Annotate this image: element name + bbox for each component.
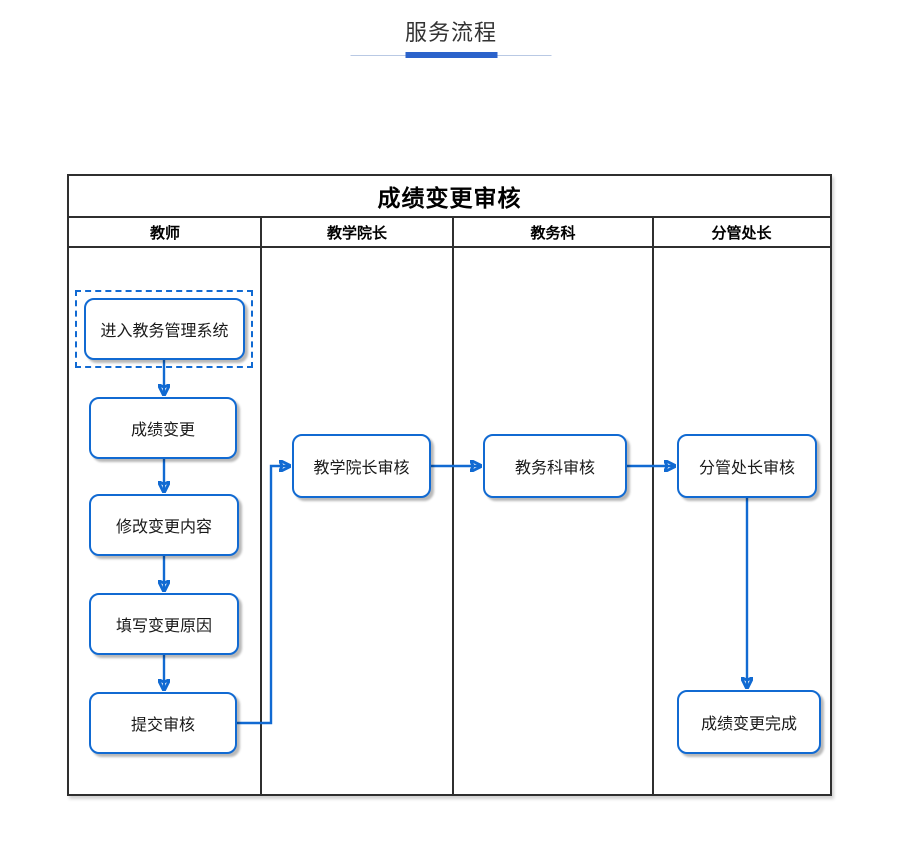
- connector-layer: [69, 360, 830, 725]
- flow-node-enter-system: 进入教务管理系统: [84, 298, 245, 360]
- title-underline: [350, 52, 552, 58]
- lane-divider: [452, 218, 454, 794]
- flow-node-complete: 成绩变更完成: [677, 690, 821, 754]
- page-title: 服务流程: [404, 20, 497, 45]
- lane-header-row: 教师 教学院长 教务科 分管处长: [69, 218, 830, 248]
- flow-node-fill-reason: 填写变更原因: [89, 593, 239, 655]
- title-underline-accent-bar: [405, 52, 497, 58]
- flow-node-submit-review: 提交审核: [89, 692, 237, 754]
- flowchart-title: 成绩变更审核: [69, 176, 830, 218]
- lane-header-dean: 教学院长: [326, 224, 387, 242]
- lane-divider: [260, 218, 262, 794]
- flowchart: 成绩变更审核 教师 教学院长 教务科 分管处长 进入教务管理系统 成绩变更 修改…: [67, 174, 832, 796]
- flow-node-grade-change: 成绩变更: [89, 397, 237, 459]
- flow-node-director-review: 分管处长审核: [677, 434, 817, 498]
- lane-header-academic-office: 教务科: [530, 224, 576, 242]
- flow-node-office-review: 教务科审核: [483, 434, 627, 498]
- selection-frame: [75, 290, 253, 368]
- lane-divider: [652, 218, 654, 794]
- edge-submit-to-deanreview: [237, 466, 290, 725]
- flow-node-modify-content: 修改变更内容: [89, 494, 239, 556]
- lane-header-teacher: 教师: [149, 224, 180, 242]
- page-header: 服务流程: [0, 0, 902, 70]
- lane-header-director: 分管处长: [711, 224, 772, 242]
- flow-node-dean-review: 教学院长审核: [292, 434, 431, 498]
